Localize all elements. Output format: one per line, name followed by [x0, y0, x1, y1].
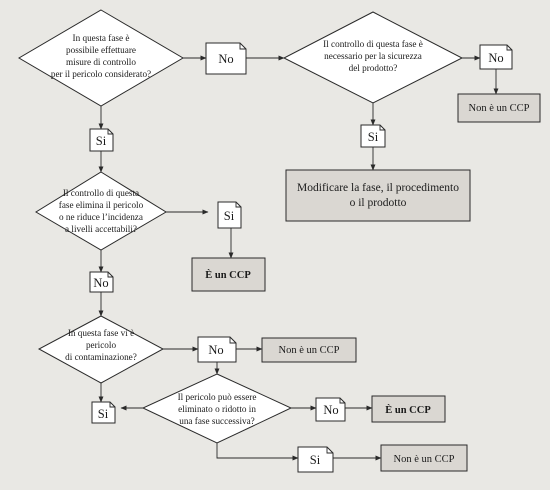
answer-no-3-label: No — [93, 276, 108, 290]
q4-line-2: pericolo — [86, 340, 117, 350]
answer-si-4-label: Si — [98, 407, 109, 421]
decision-q3: Il controllo di questa fase elimina il p… — [35, 171, 167, 251]
result-non-ccp-2-label: Non è un CCP — [279, 345, 340, 356]
answer-si-1: Si — [89, 128, 114, 152]
result-ccp-1: È un CCP — [191, 257, 266, 292]
decision-q4: In questa fase vi è pericolo di contamin… — [37, 315, 165, 384]
answer-no-5: No — [315, 397, 346, 422]
result-modify: Modificare la fase, il procedimento o il… — [285, 169, 471, 222]
result-modify-line-1: Modificare la fase, il procedimento — [297, 182, 459, 194]
answer-no-4: No — [197, 336, 237, 363]
decision-q1: In questa fase è possibile effettuare mi… — [18, 9, 184, 107]
q4-line-1: In questa fase vi è — [68, 328, 134, 338]
answer-no-5-label: No — [323, 403, 338, 417]
answer-si-3-label: Si — [224, 209, 235, 223]
answer-si-3: Si — [217, 201, 242, 229]
answer-no-4-label: No — [208, 343, 223, 357]
result-non-ccp-3-label: Non è un CCP — [394, 454, 455, 465]
result-non-ccp-2: Non è un CCP — [261, 337, 357, 363]
q1-line-1: In questa fase è — [73, 33, 130, 43]
q1-line-3: misure di controllo — [66, 57, 136, 67]
result-ccp-1-label: È un CCP — [205, 269, 251, 281]
result-non-ccp-1: Non è un CCP — [457, 93, 541, 123]
q1-line-2: possibile effettuare — [66, 45, 136, 55]
answer-no-1-label: No — [218, 52, 233, 66]
result-non-ccp-3: Non è un CCP — [380, 444, 468, 472]
answer-si-1-label: Si — [96, 134, 107, 148]
edge-q5-si5 — [216, 443, 299, 461]
q4-line-3: di contaminazione? — [65, 352, 137, 362]
answer-no-2-label: No — [488, 51, 503, 65]
q2-line-3: del prodotto? — [349, 63, 398, 73]
decision-q2: Il controllo di questa fase è necessario… — [282, 11, 464, 104]
q2-line-1: Il controllo di questa fase è — [323, 39, 423, 49]
q3-line-1: Il controllo di questa — [63, 188, 139, 198]
q3-line-4: a livelli accettabili? — [65, 224, 137, 234]
decision-q5: Il pericolo può essere eliminato o ridot… — [141, 373, 293, 444]
q5-line-1: Il pericolo può essere — [178, 392, 257, 402]
answer-si-2-label: Si — [368, 130, 379, 144]
q5-line-2: eliminato o ridotto in — [178, 404, 256, 414]
answer-si-4: Si — [91, 401, 116, 424]
answer-si-5-label: Si — [310, 453, 321, 467]
q5-line-3: una fase successiva? — [179, 416, 255, 426]
q3-line-2: fase elimina il pericolo — [59, 200, 144, 210]
result-ccp-2: È un CCP — [371, 395, 446, 423]
connectors — [98, 55, 499, 461]
result-ccp-2-label: È un CCP — [385, 404, 431, 416]
q3-line-3: o ne riduce l’incidenza — [59, 212, 143, 222]
answer-si-2: Si — [360, 124, 386, 148]
result-modify-line-2: o il prodotto — [350, 197, 407, 209]
answer-si-5: Si — [297, 446, 334, 473]
answer-no-3: No — [89, 271, 114, 293]
q1-line-4: per il pericolo considerato? — [51, 69, 151, 79]
answer-no-1: No — [205, 42, 247, 75]
answer-no-2: No — [479, 44, 513, 70]
result-non-ccp-1-label: Non è un CCP — [469, 103, 530, 114]
q2-line-2: necessario per la sicurezza — [324, 51, 422, 61]
